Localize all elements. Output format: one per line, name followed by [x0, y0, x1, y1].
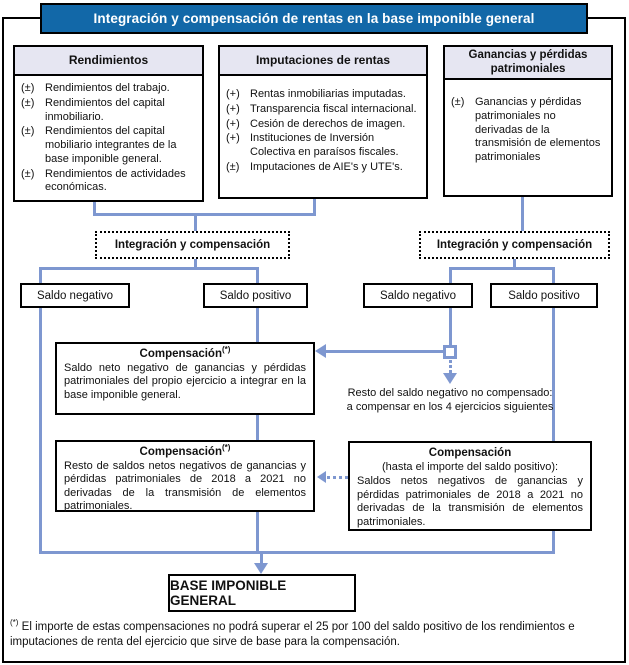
list-item: (±) Rendimientos del trabajo. [21, 82, 196, 96]
arrowhead-left-comp2-icon [317, 471, 326, 483]
saldo-negativo-left-label: Saldo negativo [36, 289, 114, 302]
list-item: (±) Ganancias y pérdidas patrimoniales n… [451, 96, 605, 165]
list-item: (+) Rentas inmobiliarias imputadas. [226, 88, 420, 102]
list-item: (±) Rendimientos de actividades económic… [21, 168, 196, 196]
saldo-positivo-right-label: Saldo positivo [508, 289, 580, 302]
arrowhead-left-comp1-icon [315, 344, 326, 358]
footnote-mark: (*) [221, 443, 231, 453]
dotted-connector-resto [449, 360, 452, 373]
arrowhead-down-resto-icon [443, 373, 457, 384]
compensacion-2-title: Compensación(*) [64, 443, 306, 459]
list-item: (+) Instituciones de Inversión Colectiva… [226, 132, 420, 160]
item-sign: (+) [226, 102, 240, 115]
saldo-negativo-left-box: Saldo negativo [20, 283, 130, 308]
integration-right-box: Integración y compensación [419, 231, 610, 259]
compensacion-1-body: Saldo neto negativo de ganancias y pérdi… [64, 362, 306, 401]
footnote-mark: (*) [10, 618, 19, 628]
item-text: Rendimientos del trabajo. [45, 82, 170, 94]
ganancias-header: Ganancias y pérdidas patrimoniales [445, 47, 611, 80]
footnote-text: El importe de estas compensaciones no po… [10, 621, 575, 648]
item-sign: (±) [226, 160, 240, 173]
resto-note: Resto del saldo negativo no compensado: … [345, 386, 555, 414]
connector-bottom-collector [39, 551, 555, 554]
item-sign: (+) [226, 132, 240, 145]
item-sign: (±) [21, 125, 35, 138]
arrowhead-down-base-icon [254, 563, 268, 574]
connector-imputaciones-down [313, 199, 316, 216]
dotted-connector-comp3-comp2 [327, 476, 348, 479]
list-item: (±) Rendimientos del capital inmobiliari… [21, 97, 196, 125]
item-sign: (+) [226, 88, 240, 100]
item-text: Transparencia fiscal internacional. [250, 102, 417, 115]
item-text: Rendimientos del capital inmobiliario. [45, 96, 165, 123]
item-text: Cesión de derechos de imagen. [250, 117, 406, 130]
list-item: (±) Rendimientos del capital mobiliario … [21, 125, 196, 166]
compensacion-3-box: Compensación (hasta el importe del saldo… [348, 441, 592, 531]
item-sign: (+) [226, 117, 240, 130]
item-text: Rentas inmobiliarias imputadas. [250, 88, 406, 100]
item-text: Imputaciones de AIE's y UTE's. [250, 160, 403, 173]
connector-base-stem [260, 551, 263, 564]
junction-square [443, 345, 457, 359]
connector-join-bar-left [93, 213, 316, 216]
rendimientos-list: (±) Rendimientos del trabajo. (±) Rendim… [15, 76, 202, 200]
saldo-negativo-right-label: Saldo negativo [379, 289, 457, 302]
saldo-positivo-left-box: Saldo positivo [203, 283, 308, 308]
item-sign: (±) [21, 167, 35, 180]
rendimientos-title: Rendimientos [68, 52, 149, 67]
rendimientos-header: Rendimientos [15, 47, 202, 76]
compensacion-2-title-text: Compensación [139, 446, 222, 458]
resto-note-text: Resto del saldo negativo no compensado: … [346, 387, 554, 414]
connector-to-integration-left [194, 213, 197, 233]
list-item: (+) Cesión de derechos de imagen. [226, 118, 420, 132]
integration-left-box: Integración y compensación [95, 231, 290, 259]
footnote-mark: (*) [221, 345, 231, 355]
imputaciones-box: Imputaciones de rentas (+) Rentas inmobi… [218, 45, 428, 199]
imputaciones-list: (+) Rentas inmobiliarias imputadas. (+) … [220, 76, 426, 180]
saldo-positivo-left-label: Saldo positivo [219, 289, 292, 302]
imputaciones-title: Imputaciones de rentas [255, 52, 391, 67]
item-sign: (±) [21, 96, 35, 109]
list-item: (±) Imputaciones de AIE's y UTE's. [226, 161, 420, 175]
diagram-title: Integración y compensación de rentas en … [40, 3, 588, 34]
connector-right-positive-down [552, 267, 555, 554]
compensacion-3-title: Compensación [428, 447, 512, 459]
connector-ganancias-down [521, 197, 524, 233]
footnote: (*) El importe de estas compensaciones n… [10, 618, 620, 650]
connector-split-stem-right [513, 259, 516, 270]
diagram-title-text: Integración y compensación de rentas en … [93, 11, 535, 26]
compensacion-2-box: Compensación(*) Resto de saldos netos ne… [55, 440, 315, 512]
ganancias-box: Ganancias y pérdidas patrimoniales (±) G… [443, 45, 613, 197]
ganancias-list: (±) Ganancias y pérdidas patrimoniales n… [445, 80, 611, 170]
integration-left-label: Integración y compensación [114, 239, 271, 251]
connector-left-negative-down [39, 267, 42, 554]
compensacion-1-title-text: Compensación [139, 348, 222, 360]
imputaciones-header: Imputaciones de rentas [220, 47, 426, 76]
compensacion-1-box: Compensación(*) Saldo neto negativo de g… [55, 342, 315, 415]
saldo-positivo-right-box: Saldo positivo [490, 283, 598, 308]
base-imponible-label: BASE IMPONIBLE GENERAL [170, 578, 287, 608]
integration-right-label: Integración y compensación [436, 239, 593, 251]
ganancias-title: Ganancias y pérdidas patrimoniales [468, 49, 588, 75]
list-item: (+) Transparencia fiscal internacional. [226, 103, 420, 117]
connector-split-bar-left [39, 267, 259, 270]
item-sign: (±) [451, 96, 465, 108]
connector-rendimientos-down [93, 202, 96, 216]
item-text: Ganancias y pérdidas patrimoniales no de… [475, 96, 601, 163]
compensacion-3-body: Saldos netos negativos de ganancias y pé… [357, 475, 583, 528]
item-text: Rendimientos de actividades económicas. [45, 167, 186, 194]
item-text: Rendimientos del capital mobiliario inte… [45, 125, 177, 165]
item-sign: (±) [21, 82, 35, 94]
saldo-negativo-right-box: Saldo negativo [363, 283, 473, 308]
compensacion-3-subtitle: (hasta el importe del saldo positivo): [381, 461, 559, 474]
compensacion-1-title: Compensación(*) [64, 345, 306, 361]
item-text: Instituciones de Inversión Colectiva en … [250, 132, 399, 158]
compensacion-2-body: Resto de saldos netos negativos de ganan… [64, 460, 306, 513]
connector-split-bar-right [449, 267, 555, 270]
connector-split-stem-left [194, 259, 197, 270]
rendimientos-box: Rendimientos (±) Rendimientos del trabaj… [13, 45, 204, 202]
base-imponible-box: BASE IMPONIBLE GENERAL [168, 574, 356, 612]
connector-to-comp1 [325, 350, 443, 353]
